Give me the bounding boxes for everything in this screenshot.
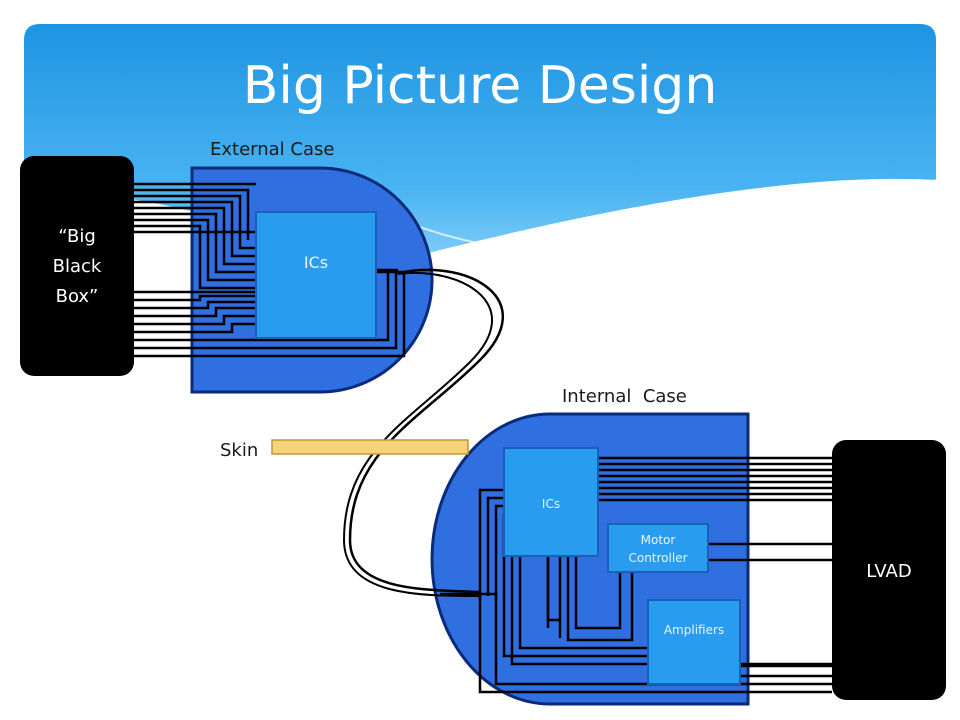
external-case-label: External Case	[210, 139, 334, 160]
amplifiers-label: Amplifiers	[664, 623, 724, 637]
skin-layer	[271, 439, 469, 455]
amplifiers-block	[647, 599, 741, 685]
header-swoosh-3	[599, 237, 937, 261]
motor-controller-line-1: Motor	[641, 533, 676, 547]
header-swoosh	[379, 179, 937, 254]
transcutaneous-cable	[348, 268, 504, 594]
big-black-box	[20, 156, 134, 376]
lvad-label: LVAD	[866, 561, 911, 582]
motor-controller-line-2: Controller	[628, 551, 687, 565]
black-box-line-1: “Big	[58, 226, 96, 247]
external-wires	[134, 182, 406, 358]
internal-ics-chip	[503, 447, 599, 557]
motor-controller	[607, 523, 709, 573]
transcutaneous-cable-2	[342, 272, 494, 597]
internal-case-label: Internal Case	[562, 386, 687, 407]
header-swoosh-2	[519, 207, 937, 241]
external-ics-label: ICs	[304, 253, 328, 272]
external-ics-chip	[255, 211, 377, 339]
black-box-line-2: Black	[53, 256, 102, 277]
skin-label: Skin	[220, 440, 258, 461]
lvad-block	[832, 440, 946, 700]
slide-title: Big Picture Design	[243, 56, 718, 116]
black-box-line-3: Box”	[56, 286, 99, 307]
internal-ics-label: ICs	[542, 497, 560, 511]
